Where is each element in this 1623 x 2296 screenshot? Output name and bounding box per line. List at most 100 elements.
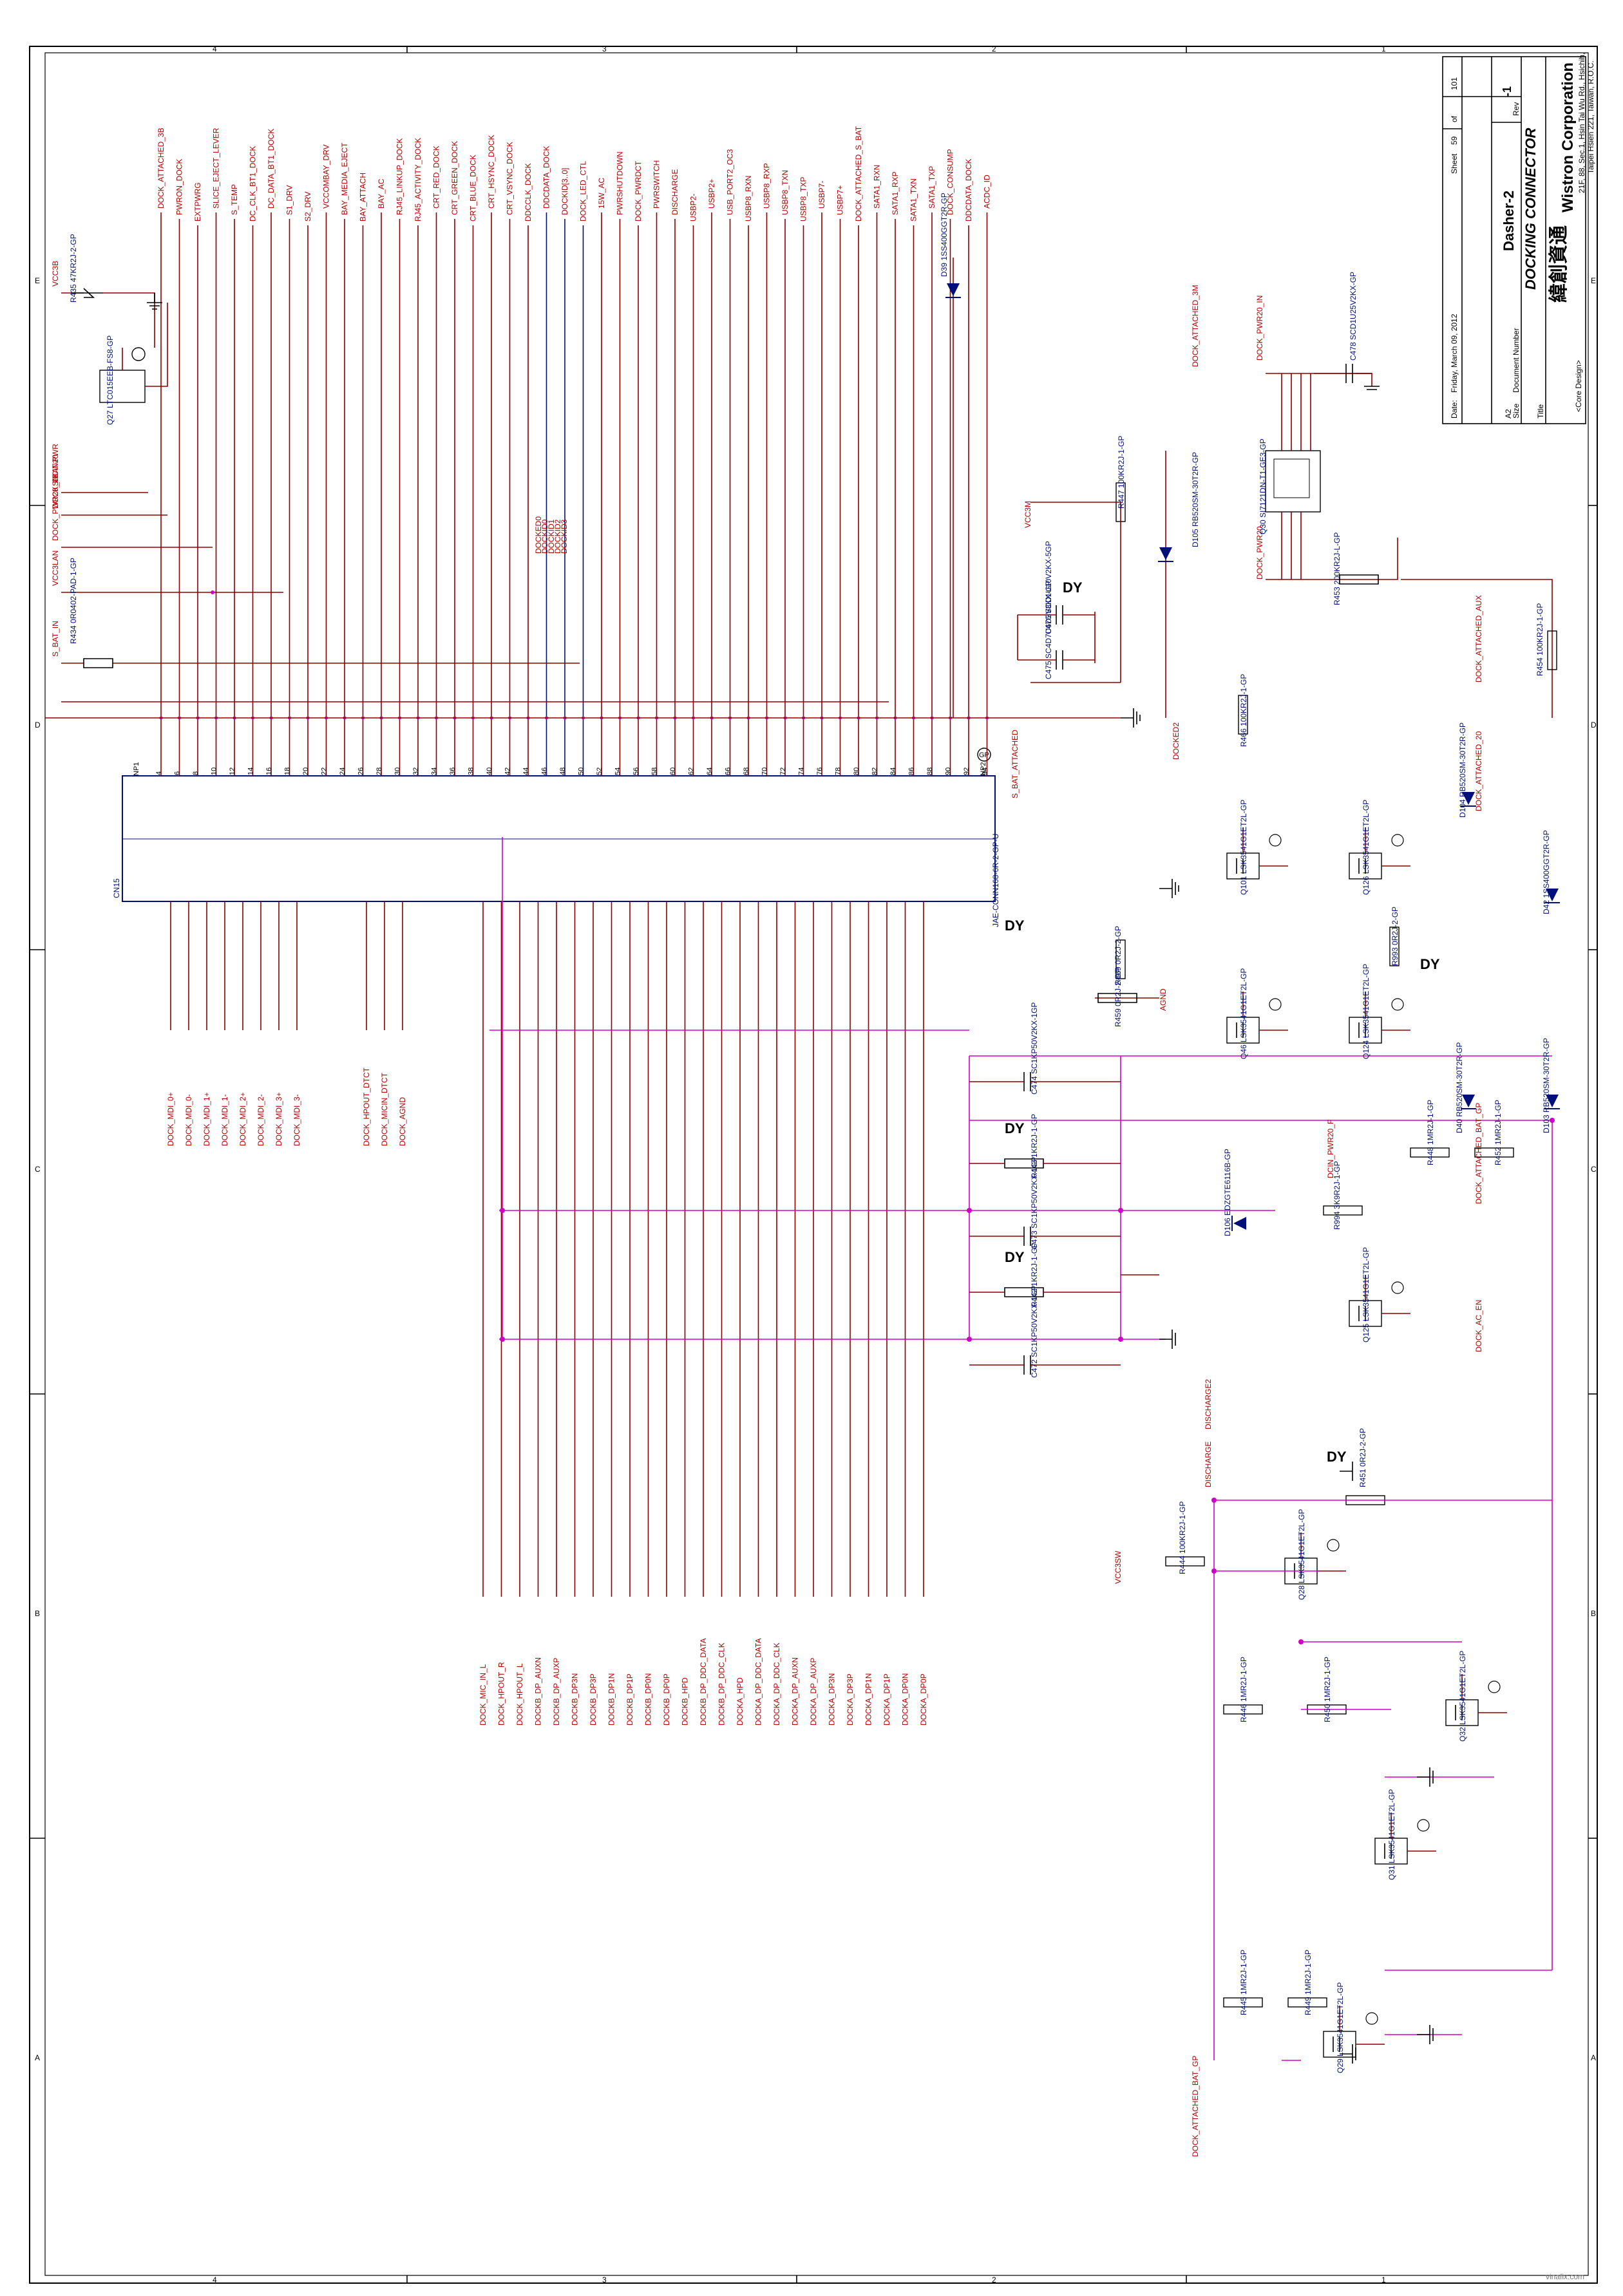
- svg-text:86: 86: [908, 767, 916, 775]
- svg-text:8: 8: [192, 771, 200, 775]
- bottom-net-label-left: DOCK_MDI_3-: [292, 1094, 301, 1146]
- bottom-net-label-mid: DOCKA_DP_DDC_DATA: [754, 1638, 763, 1726]
- bottom-net-label-mid: DOCKB_DP0P: [662, 1673, 671, 1726]
- left-net-label: S-BAT-PWR: [51, 444, 60, 486]
- component-label: R435 47KR2J-2-GP: [69, 234, 78, 303]
- component-label: C474 SC1KP50V2KX-1GP: [1030, 1002, 1039, 1095]
- component-label: D105 RB520SM-30T2R-GP: [1191, 452, 1200, 547]
- q30-region: [1265, 364, 1553, 718]
- top-net-label: USBP2+: [707, 179, 716, 209]
- total-sheets: 101: [1450, 77, 1459, 90]
- svg-text:82: 82: [871, 767, 879, 775]
- top-net-label: SATA1_RXN: [873, 165, 882, 209]
- svg-text:50: 50: [578, 767, 585, 775]
- component-label: R449 1MR2J-1-GP: [1304, 1950, 1313, 2015]
- col-marker-4-top: 4: [213, 44, 217, 53]
- company-address-line-1: 21F, 88, Sec.1, Hsin Tai Wu Rd., Hsichih…: [1577, 53, 1586, 193]
- component-label: R434 0R0402-PAD-1-GP: [69, 558, 78, 644]
- q27-transistor: [71, 288, 168, 403]
- top-net-label: DOCK_ATTACHED_S_BAT: [854, 126, 863, 221]
- connector-ref: CN15: [112, 878, 121, 898]
- svg-text:88: 88: [926, 767, 934, 775]
- svg-text:28: 28: [375, 767, 383, 775]
- connector-cn15: CN15 JAE-CONN168-6R-2-GP-U NP1 NP2 GP: [112, 748, 1000, 927]
- col-marker-1-bottom: 1: [1381, 2275, 1386, 2284]
- dockid-label: DOCKID3: [560, 519, 569, 554]
- component-label: C473 SC1KP50V2KX-1GP: [1030, 1157, 1039, 1249]
- column-markers: 4 3 2 1 4 3 2 1: [213, 44, 1386, 2284]
- row-marker-b-right: B: [1591, 1609, 1596, 1618]
- component-label: R445 1MR2J-1-GP: [1239, 1950, 1248, 2015]
- title-block: <Core Design> 緯創資通 Wistron Corporation 2…: [1442, 53, 1595, 424]
- svg-text:80: 80: [853, 767, 860, 775]
- bottom-net-label-mid: DOCKA_DP_AUXN: [791, 1657, 800, 1726]
- company-chinese-name: 緯創資通: [1548, 225, 1570, 303]
- top-net-label: USBP2-: [689, 194, 698, 221]
- dy-marker: DY: [1005, 1249, 1025, 1265]
- top-net-label: BAY_AC: [377, 178, 386, 209]
- bottom-net-label-mid: DOCK_MIC_IN_L: [479, 1664, 488, 1726]
- top-net-label: PWRSWITCH: [652, 160, 661, 209]
- svg-text:36: 36: [449, 767, 457, 775]
- top-net-label: VCCOMBAY_DRV: [322, 144, 331, 209]
- svg-text:16: 16: [265, 767, 273, 775]
- dy-marker: DY: [1005, 917, 1025, 934]
- component-label: Q46 LSK3541G1ET2L-GP: [1239, 968, 1248, 1059]
- component-label: R994 3K9R2J-1-GP: [1333, 1161, 1342, 1230]
- col-marker-2-top: 2: [992, 44, 996, 53]
- component-label: R442 1KR2J-1-GP: [1030, 1243, 1039, 1307]
- left-net-label: DOCK_DCIN20: [51, 455, 60, 509]
- component-label: C476 SCD1U10V2KX-5GP: [1044, 541, 1053, 634]
- rev-value: -1: [1501, 86, 1514, 97]
- svg-text:14: 14: [247, 767, 255, 775]
- component-label: Q28 LSK3541G1ET2L-GP: [1297, 1509, 1306, 1600]
- dy-marker: DY: [1327, 1449, 1347, 1465]
- size-label: Size: [1512, 403, 1521, 419]
- row-marker-c-left: C: [35, 1165, 41, 1174]
- top-net-label: DC_CLK_BT1_DOCK: [249, 146, 258, 221]
- bottom-net-label-left: DOCK_MICIN_DTCT: [380, 1072, 389, 1146]
- bottom-net-label-mid: DOCKB_DP3N: [571, 1673, 580, 1726]
- top-net-label: ACDC_ID: [983, 174, 992, 209]
- fet-network: [1115, 482, 1557, 2058]
- right-net-label: DOCKED2: [1172, 722, 1181, 760]
- right-net-label: VCC3M: [1023, 501, 1032, 528]
- row-marker-d-left: D: [35, 720, 41, 729]
- top-net-label: EXTPWRG: [193, 182, 202, 221]
- bottom-net-label-mid: DOCKA_DP1P: [882, 1673, 891, 1726]
- top-net-label: CRT_GREEN_DOCK: [450, 141, 459, 215]
- component-label: R450 1MR2J-1-GP: [1323, 1657, 1332, 1722]
- top-net-label: SATA1_RXP: [891, 171, 900, 215]
- top-net-label: SATA1_TXP: [927, 166, 936, 209]
- component-label: D42 1SS400GGT2R-GP: [1542, 830, 1551, 914]
- bottom-net-label-left: DOCK_MDI_0+: [166, 1092, 175, 1146]
- svg-text:66: 66: [725, 767, 732, 775]
- row-marker-a-right: A: [1591, 2053, 1596, 2062]
- top-net-label: CRT_VSYNC_DOCK: [506, 142, 515, 215]
- bottom-net-label-left: DOCK_MDI_1-: [220, 1094, 229, 1146]
- component-label: R447 100KR2J-1-GP: [1117, 436, 1126, 509]
- component-label: Q126 LSK3541G1ET2L-GP: [1362, 800, 1371, 895]
- component-label: D106 EDZGTE6116B-GP: [1223, 1149, 1232, 1236]
- date-label: Date:: [1450, 400, 1459, 419]
- bottom-net-label-mid: DOCKA_DP3N: [828, 1673, 837, 1726]
- component-label: R443 1KR2J-1-GP: [1030, 1114, 1039, 1178]
- component-label: R466 100KR2J-1-GP: [1239, 674, 1248, 747]
- top-net-label: RJ45_LINKUP_DOCK: [395, 138, 404, 215]
- svg-text:42: 42: [504, 767, 512, 775]
- left-net-label: S_BAT_IN: [51, 621, 60, 657]
- svg-text:4: 4: [155, 771, 163, 775]
- bottom-net-label-mid: DOCKA_DP3P: [846, 1673, 855, 1726]
- component-label: R459 0R2J-2-GP: [1114, 968, 1123, 1027]
- left-net-label: VCC3LAN: [51, 550, 60, 586]
- col-marker-3-bottom: 3: [602, 2275, 607, 2284]
- component-label: Q125 LSK3541G1ET2L-GP: [1362, 1247, 1371, 1342]
- agnd-filter-network: [969, 993, 1159, 1375]
- top-net-label: CRT_RED_DOCK: [432, 146, 441, 209]
- row-marker-e-right: E: [1591, 276, 1596, 285]
- connector-np1: NP1: [133, 762, 140, 776]
- top-net-label: DOCK_CONSUMP: [946, 149, 955, 215]
- component-label: R869 0R2J-2-GP: [1114, 926, 1123, 985]
- right-net-label: DCIN_PWR20_F: [1326, 1120, 1335, 1178]
- svg-text:26: 26: [357, 767, 365, 775]
